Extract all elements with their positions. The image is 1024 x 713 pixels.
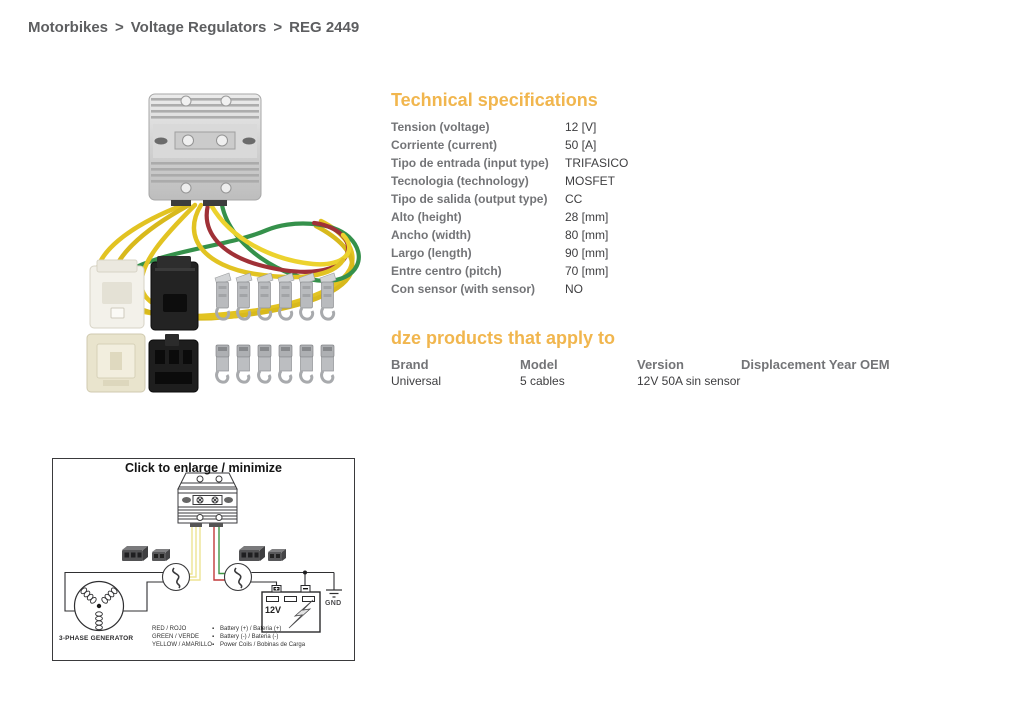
breadcrumb: Motorbikes > Voltage Regulators > REG 2449 [28,19,359,36]
connector-junction-left [161,562,191,592]
cell-version: 12V 50A sin sensor [637,374,741,388]
column-header-model: Model [520,357,558,372]
legend-wire-name: GREEN / VERDE [152,634,200,640]
generator-label: 3-PHASE GENERATOR [59,635,134,642]
legend-row: YELLOW / AMARILLO ▪ Power Coils / Bobina… [152,641,305,649]
product-photo [85,88,381,396]
breadcrumb-link-voltage-regulators[interactable]: Voltage Regulators [130,19,267,36]
spec-row: Entre centro (pitch) 70 [mm] [391,262,731,280]
technical-specifications-title: Technical specifications [391,90,598,110]
spec-value: MOSFET [565,174,615,188]
spec-value: 50 [A] [565,138,597,152]
spec-label: Tipo de entrada (input type) [391,156,549,170]
cream-connector [86,333,146,393]
applicable-products-section: dze products that apply to Brand Model V… [391,328,951,390]
regulator-photo [148,93,262,206]
three-phase-generator-symbol [73,580,125,632]
regulator-schematic [177,472,238,527]
spec-value: CC [565,192,583,206]
wire-color-legend: RED / ROJO ▪ Battery (+) / Bateria (+) G… [152,625,305,649]
spec-row: Tipo de entrada (input type) TRIFASICO [391,154,731,172]
spec-label: Con sensor (with sensor) [391,282,536,296]
plug-icon [268,549,286,561]
plug-icon [239,546,265,561]
ground-label: GND [325,600,342,607]
spec-label: Corriente (current) [391,138,498,152]
spec-row: Tipo de salida (output type) CC [391,190,731,208]
technical-specifications-section: Technical specifications Tension (voltag… [391,90,731,298]
spec-value: NO [565,282,583,296]
phase-wires-yellow [188,527,201,581]
black-connector-bottom [148,334,199,393]
legend-row: GREEN / VERDE ▪ Battery (-) / Bateria (-… [152,633,305,641]
terminal-pins-female-row [214,343,336,384]
lightning-bolt-icon [288,599,314,629]
applicable-products-title: dze products that apply to [391,328,616,348]
spec-label: Tecnologia (technology) [391,174,529,188]
products-table-header: Brand Model Version Displacement Year OE… [391,356,951,373]
spec-value: 80 [mm] [565,228,609,242]
ground-symbol [326,589,342,598]
black-connector-top [150,256,199,331]
legend-meaning: Battery (-) / Bateria (-) [220,634,279,640]
legend-meaning: Power Coils / Bobinas de Carga [220,642,306,648]
connector-junction-right [223,562,253,592]
spec-label: Alto (height) [391,210,462,224]
circuit-wires [64,571,335,612]
wiring-diagram-thumbnail[interactable]: Click to enlarge / minimize 3-PHASE GENE… [52,458,355,661]
spec-row: Tecnologia (technology) MOSFET [391,172,731,190]
spec-label: Tipo de salida (output type) [391,192,548,206]
column-header-brand: Brand [391,357,429,372]
spec-label: Entre centro (pitch) [391,264,502,278]
spec-label: Tension (voltage) [391,120,490,134]
battery-symbol [261,585,321,633]
wire-junction-dot [303,570,307,575]
battery-positive-wire-red [213,527,225,581]
diagram-title: Click to enlarge / minimize [125,461,282,475]
white-connector [89,259,145,329]
column-header-displacement-year-oem: Displacement Year OEM [741,357,890,372]
spec-value: TRIFASICO [565,156,629,170]
legend-bullet-icon: ▪ [212,642,215,648]
spec-row: Largo (length) 90 [mm] [391,244,731,262]
breadcrumb-separator: > [115,19,124,36]
spec-row: Con sensor (with sensor) NO [391,280,731,298]
legend-bullet-icon: ▪ [212,634,215,640]
spec-row: Ancho (width) 80 [mm] [391,226,731,244]
legend-bullet-icon: ▪ [212,626,215,632]
plug-icon [152,549,170,561]
breadcrumb-current-page: REG 2449 [289,19,360,36]
plug-icon [122,546,148,561]
spec-row: Alto (height) 28 [mm] [391,208,731,226]
spec-value: 90 [mm] [565,246,609,260]
column-header-version: Version [637,357,684,372]
cell-displacement-year-oem [741,373,921,390]
legend-meaning: Battery (+) / Bateria (+) [220,626,282,632]
breadcrumb-link-motorbikes[interactable]: Motorbikes [28,19,109,36]
spec-value: 28 [mm] [565,210,609,224]
battery-negative-wire-green [218,527,225,575]
battery-voltage-label: 12V [265,605,282,615]
spec-label: Ancho (width) [391,228,471,242]
products-table-row: Universal 5 cables 12V 50A sin sensor [391,373,951,390]
legend-wire-name: RED / ROJO [152,626,187,632]
breadcrumb-separator: > [273,19,283,36]
spec-label: Largo (length) [391,246,472,260]
legend-row: RED / ROJO ▪ Battery (+) / Bateria (+) [152,625,305,633]
cell-brand: Universal [391,374,442,388]
spec-row: Corriente (current) 50 [A] [391,136,731,154]
spec-value: 70 [mm] [565,264,609,278]
spec-row: Tension (voltage) 12 [V] [391,118,731,136]
spec-value: 12 [V] [565,120,597,134]
cell-model: 5 cables [520,374,565,388]
legend-wire-name: YELLOW / AMARILLO [152,642,213,648]
